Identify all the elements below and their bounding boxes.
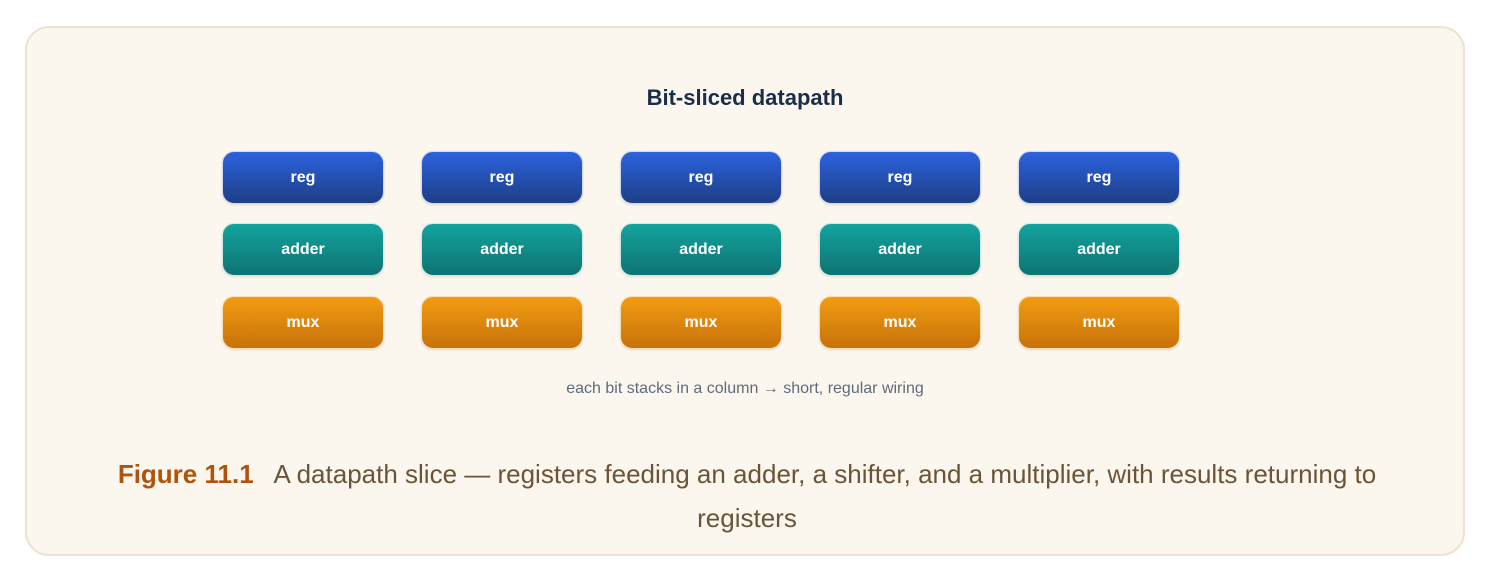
figure-label: Figure 11.1 <box>117 459 254 489</box>
adder-block: adder <box>620 223 782 276</box>
diagram-caption: each bit stacks in a column → short, reg… <box>566 380 924 397</box>
adder-block: adder <box>1018 223 1180 276</box>
reg-block: reg <box>819 151 981 204</box>
mux-block: mux <box>819 296 981 349</box>
mux-block: mux <box>421 296 583 349</box>
reg-block: reg <box>222 151 384 204</box>
reg-block: reg <box>620 151 782 204</box>
figure-card: Bit-sliced datapath reg adder mux reg ad… <box>25 26 1465 556</box>
adder-block: adder <box>421 223 583 276</box>
reg-block: reg <box>1018 151 1180 204</box>
adder-block: adder <box>222 223 384 276</box>
mux-block: mux <box>620 296 782 349</box>
figure-caption: Figure 11.1 A datapath slice — registers… <box>87 452 1407 540</box>
diagram-title: Bit-sliced datapath <box>646 85 844 110</box>
figure-caption-text: A datapath slice — registers feeding an … <box>273 459 1377 533</box>
mux-block: mux <box>222 296 384 349</box>
mux-block: mux <box>1018 296 1180 349</box>
reg-block: reg <box>421 151 583 204</box>
adder-block: adder <box>819 223 981 276</box>
